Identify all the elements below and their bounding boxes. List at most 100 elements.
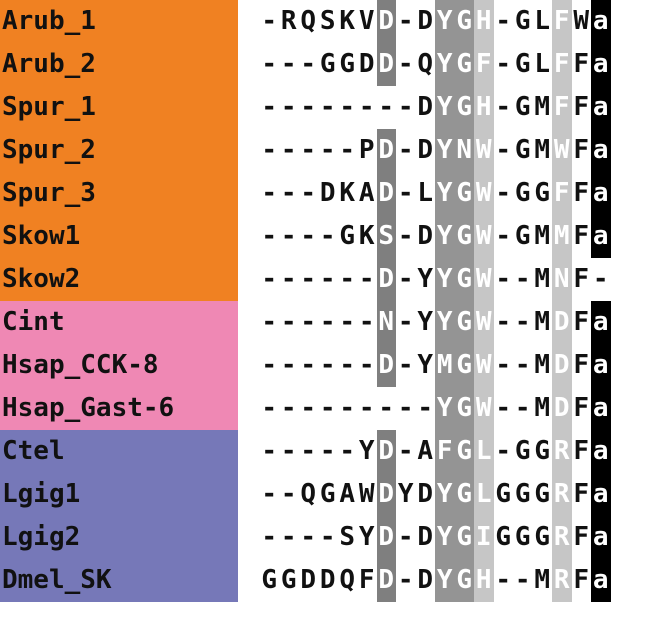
residue-cell: D [417,135,434,165]
residue-cell: - [319,393,336,423]
residue-cell: N [376,301,396,344]
sequence-label: Spur_2 [0,129,238,172]
residue-cell: - [378,92,395,122]
residue-cell: - [261,178,278,208]
residue-cell: W [474,301,494,344]
residue-cell: Y [435,0,455,43]
residue-cell: - [339,264,356,294]
residue-cell: D [417,522,434,552]
residue-cell: - [300,350,317,380]
residue-cell: K [339,178,356,208]
residue-cell: D [319,565,336,595]
residue-cell: M [534,92,551,122]
residue-cell: - [319,522,336,552]
residue-cell: F [435,430,455,473]
residue-cell: G [454,86,474,129]
residue-cell: G [454,473,474,516]
residue-cell: D [376,430,396,473]
residue-cell: - [495,565,512,595]
residue-cell: a [591,129,611,172]
residue-cell: F [573,92,590,122]
residue-cell: D [376,172,396,215]
residue-cell: a [591,344,611,387]
residue-cell: - [495,436,512,466]
residue-cell: D [417,565,434,595]
residue-cell: - [358,264,375,294]
residue-cell: R [552,516,572,559]
residue-cell: - [261,264,278,294]
residue-cell: A [417,436,434,466]
residue-cell: Q [339,565,356,595]
residue-cell: Y [358,522,375,552]
residue-cell: - [495,221,512,251]
residue-cell: - [495,49,512,79]
residue-cell: F [573,221,590,251]
residue-cell: H [474,559,494,602]
residue-cell: S [339,522,356,552]
residue-cell: L [534,49,551,79]
residue-cell: F [474,43,494,86]
residue-cell: F [573,135,590,165]
residue-cell: D [376,516,396,559]
residue-cell: - [261,350,278,380]
residue-cell: F [573,565,590,595]
sequence-label: Ctel [0,430,238,473]
residue-cell: R [552,473,572,516]
residue-cell: G [514,178,531,208]
residue-cell: - [514,565,531,595]
sequence-label: Spur_3 [0,172,238,215]
residue-cell: M [534,393,551,423]
residue-cell: a [591,473,611,516]
residue-cell: - [495,178,512,208]
residue-cell: Y [417,350,434,380]
residue-cell: - [319,135,336,165]
residue-cell: G [280,565,297,595]
residue-cell: - [261,49,278,79]
residue-cell: - [261,522,278,552]
residue-cell: - [495,264,512,294]
residue-cell: - [300,436,317,466]
residue-cell: W [573,6,590,36]
residue-cell: G [514,49,531,79]
residue-cell: K [339,6,356,36]
residue-cell: - [339,393,356,423]
residue-cell: G [534,522,551,552]
residue-cell: Y [435,43,455,86]
residue-cell: a [591,301,611,344]
residue-cell: R [552,559,572,602]
residue-cell: - [514,350,531,380]
residue-cell: Y [435,86,455,129]
residue-cell: Q [417,49,434,79]
residue-cell: W [358,479,375,509]
residue-cell: W [474,172,494,215]
residue-cell: D [300,565,317,595]
sequence-label: Skow1 [0,215,238,258]
residue-cell: - [300,522,317,552]
residue-cell: Y [435,559,455,602]
residue-cell: - [358,350,375,380]
residue-cell: W [474,215,494,258]
residue-cell: - [397,92,414,122]
residue-cell: - [397,436,414,466]
residue-cell: - [300,307,317,337]
residue-cell: G [495,522,512,552]
residue-cell: F [573,350,590,380]
residue-cell: - [300,92,317,122]
residue-cell: - [280,522,297,552]
residue-cell: G [514,221,531,251]
residue-cell: D [358,49,375,79]
residue-cell: L [534,6,551,36]
residue-cell: - [378,393,395,423]
residue-cell: G [454,0,474,43]
residue-cell: F [552,172,572,215]
residue-cell: - [397,264,414,294]
residue-cell: G [454,387,474,430]
residue-cell: - [319,436,336,466]
residue-cell: - [397,522,414,552]
residue-cell: - [300,178,317,208]
residue-cell: - [339,135,356,165]
residue-cell: F [573,522,590,552]
residue-cell: - [358,393,375,423]
residue-cell: G [534,436,551,466]
